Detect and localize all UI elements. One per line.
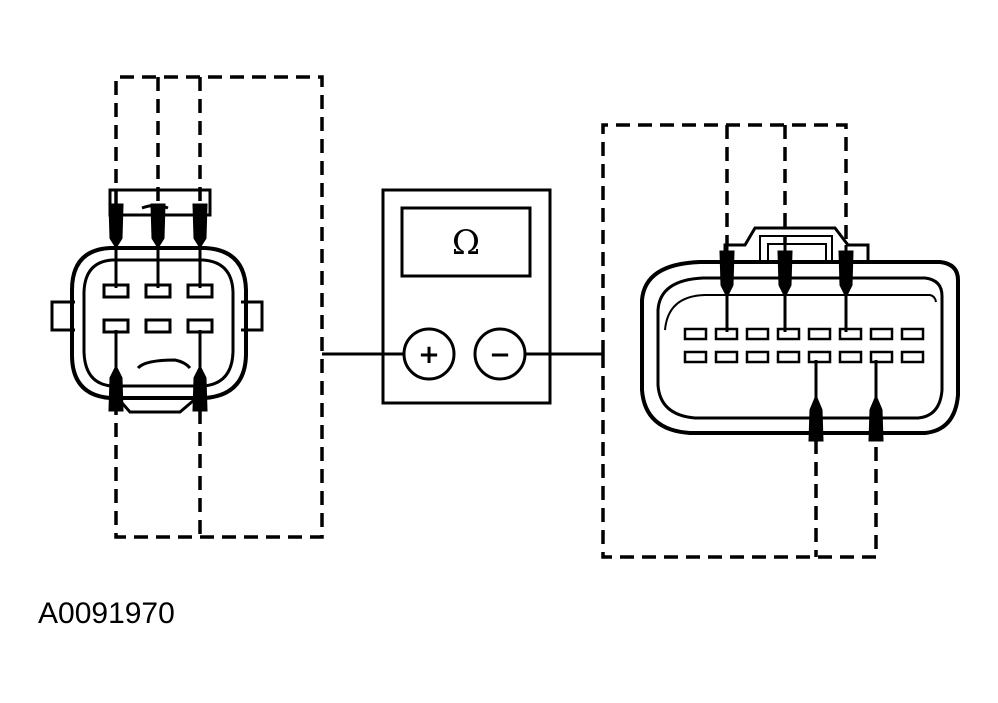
right-probe-top-3 [838,250,854,299]
ohmmeter-display [400,206,532,278]
right-cavity-a5 [807,327,832,341]
right-probe-bottom-1 [808,394,824,442]
left-connector-probes [108,203,208,412]
figure-id: A0091970 [38,597,175,630]
left-jumper-wires [114,75,324,539]
right-cavity-b3 [745,350,770,364]
right-probe-top-1 [719,250,735,299]
right-cavity-b2 [714,350,739,364]
left-cavity-bottom-2 [144,318,172,334]
left-probe-top-3 [192,203,208,249]
right-cavity-b7 [869,350,894,364]
right-cavity-b1 [683,350,708,364]
right-cavity-b6 [838,350,863,364]
right-connector-probes [719,245,884,442]
right-cavity-a3 [745,327,770,341]
right-cavity-a1 [683,327,708,341]
right-cavity-a6 [838,327,863,341]
left-probe-bottom-1 [108,364,124,412]
right-cavity-b8 [900,350,925,364]
ohmmeter: Ω + − [381,188,552,405]
right-jumper-wires [601,123,878,559]
right-cavity-b4 [776,350,801,364]
right-cavity-a7 [869,327,894,341]
ohm-symbol: Ω [452,223,480,263]
right-connector-cavities [683,327,925,364]
right-probe-bottom-2 [868,394,884,442]
right-cavity-a4 [776,327,801,341]
positive-terminal-label: + [418,340,440,370]
left-probe-bottom-3 [192,364,208,412]
right-cavity-b5 [807,350,832,364]
left-probe-top-1 [108,203,124,249]
right-probe-top-2 [777,250,793,299]
negative-terminal-label: − [489,340,511,370]
left-connector-cavities [102,283,214,334]
right-cavity-a8 [900,327,925,341]
left-probe-top-2 [150,203,166,249]
